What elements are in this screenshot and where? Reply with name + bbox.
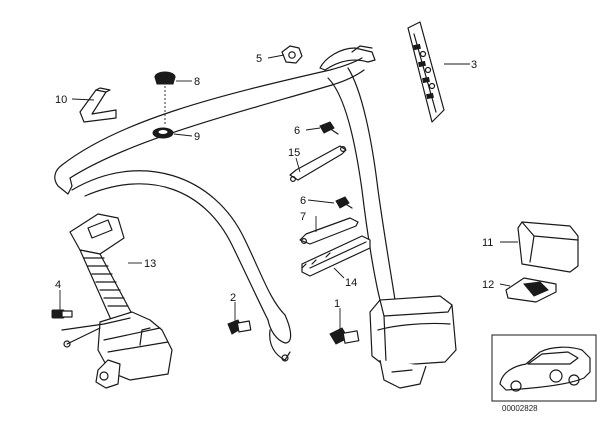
callout-12: 12 [482, 279, 494, 291]
cable-strap [289, 145, 347, 183]
washer [152, 127, 174, 139]
belt-buckle [61, 213, 173, 389]
vehicle-locator-inset [491, 334, 597, 402]
anchor-bolt-center [227, 319, 252, 335]
belt-retractor [369, 295, 457, 389]
callout-13: 13 [144, 258, 156, 270]
anchor-bolt-left [51, 309, 73, 319]
leader-lines [59, 54, 518, 332]
callout-7: 7 [300, 211, 306, 223]
anchor-bolt-right [329, 327, 360, 345]
cover-cap [154, 71, 176, 124]
callout-4: 4 [55, 279, 61, 291]
anchor-bracket [79, 87, 117, 123]
callout-labels: 1 2 3 4 5 6 7 8 9 10 11 12 13 14 15 6 [55, 53, 494, 310]
callout-5: 5 [256, 53, 262, 65]
callout-11: 11 [482, 237, 493, 249]
buckle-bracket [299, 217, 359, 245]
height-adjuster-rail [407, 21, 445, 123]
callout-6a: 6 [294, 125, 300, 137]
trim-cover [517, 221, 579, 273]
shoulder-webbing [319, 45, 396, 301]
callout-2: 2 [230, 292, 236, 304]
callout-9: 9 [194, 131, 200, 143]
callout-8: 8 [194, 76, 200, 88]
callout-6b: 6 [300, 195, 306, 207]
screw-lower [335, 196, 353, 209]
callout-1: 1 [334, 298, 340, 310]
belt-webbing [54, 57, 365, 362]
callout-10: 10 [55, 94, 67, 106]
callout-3: 3 [471, 59, 477, 71]
hex-nut [281, 45, 303, 64]
screw-upper [319, 121, 339, 135]
document-id: 00002828 [502, 404, 538, 413]
callout-14: 14 [345, 277, 357, 289]
car-icon [499, 346, 591, 392]
rail-cover [301, 235, 371, 277]
mounting-plate [505, 277, 557, 303]
callout-15: 15 [288, 147, 300, 159]
